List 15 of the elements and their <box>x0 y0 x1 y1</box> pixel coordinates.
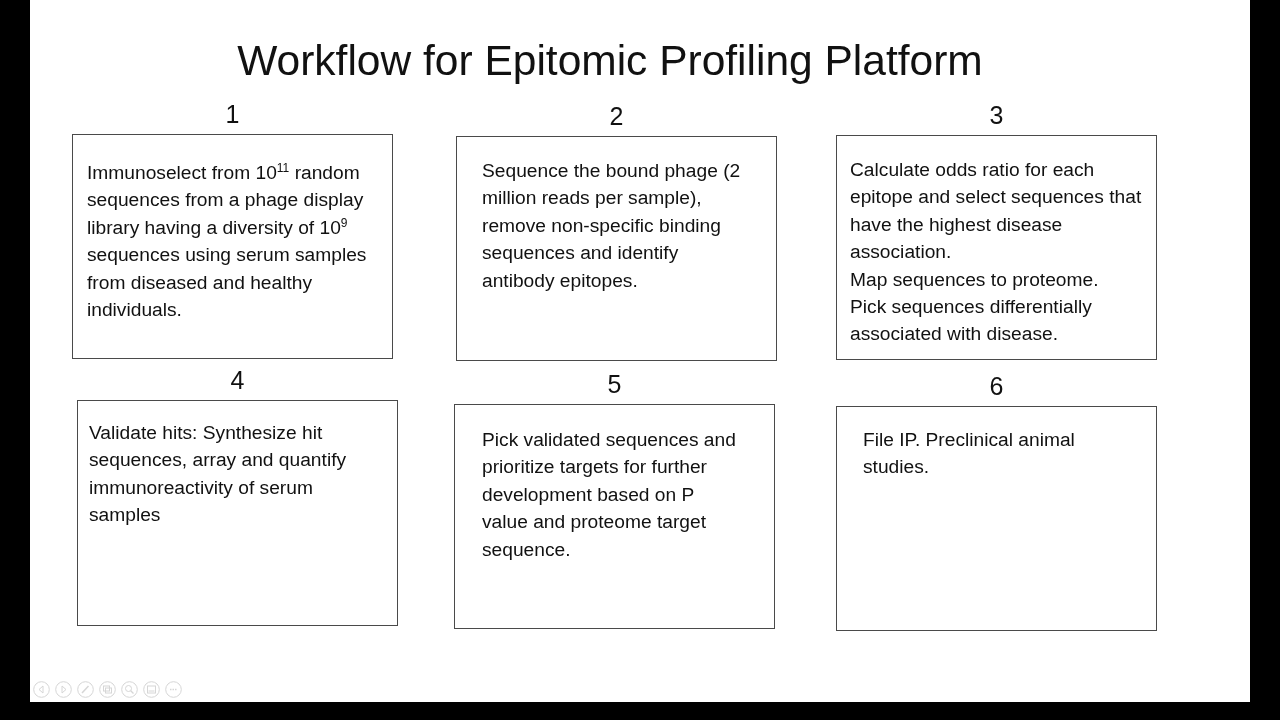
step-description: Pick sequences differentially associated with disease. <box>850 295 1093 347</box>
step-description: Calculate odds ratio for each epitope and select sequences that have the highest disease association. <box>850 158 1143 265</box>
step-number: 3 <box>989 100 1004 130</box>
step-number: 6 <box>989 371 1004 401</box>
step-description: Validate hits: Synthesize hit sequences, array and quantify immunoreactivity of serum samples <box>89 421 348 528</box>
step-description: File IP. Preclinical animal studies. <box>863 428 1076 480</box>
step-description: Pick validated sequences and prioritize targets for further development based on P value and proteome target sequence. <box>482 428 737 562</box>
step-number: 4 <box>230 365 245 395</box>
step-description: Map sequences to proteome. <box>850 267 1100 292</box>
step-number: 2 <box>609 101 624 131</box>
step-description: Immunoselect from 10$^{11}$ random sequences from a phage display library having a diversity of 10$^{9}$ sequences using serum samples from diseased and healthy individuals. <box>87 160 368 323</box>
step-description: Sequence the bound phage (2 million reads per sample), remove non-specific binding sequences and identify antibody epitopes. <box>482 159 742 293</box>
step-number: 5 <box>607 369 622 399</box>
step-number: 1 <box>225 99 240 129</box>
diagram-title: Workflow for Epitomic Profiling Platform <box>237 36 983 86</box>
